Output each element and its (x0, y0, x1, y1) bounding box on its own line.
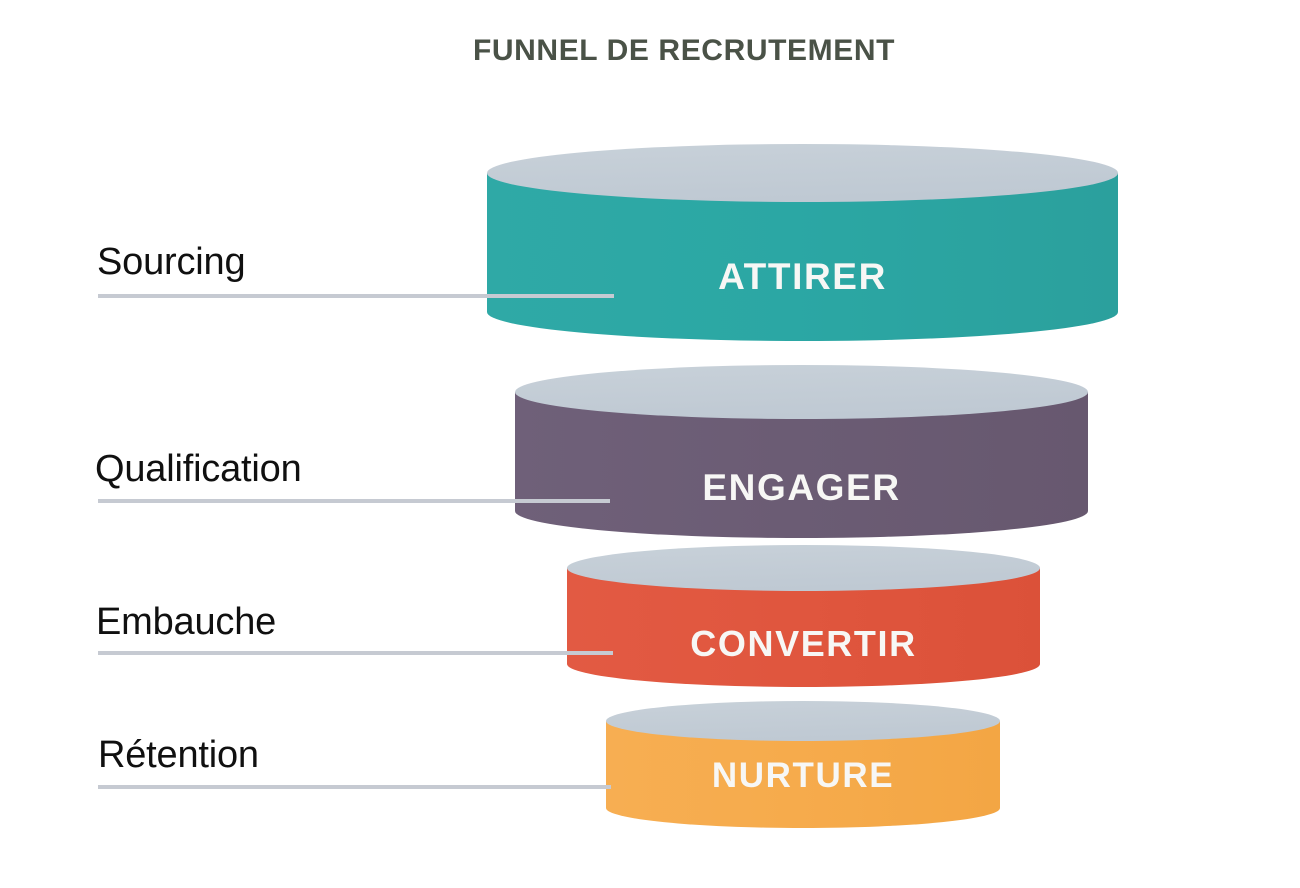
page-title: FUNNEL DE RECRUTEMENT (472, 34, 896, 67)
funnel-stage-3[interactable]: CONVERTIR (567, 545, 1040, 687)
connector-lines (98, 294, 614, 789)
funnel-stage-2[interactable]: ENGAGER (515, 365, 1088, 538)
funnel-stage-4-caption: NURTURE (712, 756, 894, 795)
funnel-stage-1-top-face (487, 144, 1118, 202)
stage-label-qualification[interactable]: Qualification (95, 448, 302, 490)
funnel-stage-3-top-face (567, 545, 1040, 591)
funnel-stage-2-top-face (515, 365, 1088, 419)
funnel-stage-1-caption: ATTIRER (718, 256, 887, 297)
funnel-stage-2-body (515, 392, 1088, 538)
connector-line-1 (98, 294, 614, 298)
funnel-stage-3-caption: CONVERTIR (690, 623, 916, 664)
funnel-stage-1-body (487, 173, 1118, 341)
connector-line-4 (98, 785, 611, 789)
funnel-stage-1[interactable]: ATTIRER (487, 144, 1118, 341)
funnel-stage-4[interactable]: NURTURE (606, 701, 1000, 828)
stage-label-retention[interactable]: Rétention (98, 734, 259, 776)
connector-line-2 (98, 499, 610, 503)
connector-line-3 (98, 651, 613, 655)
stage-label-sourcing[interactable]: Sourcing (97, 241, 246, 283)
funnel-stage-4-top-face (606, 701, 1000, 741)
funnel-stage-3-body (567, 568, 1040, 687)
stage-label-embauche[interactable]: Embauche (96, 601, 277, 643)
funnel-stage-4-body (606, 721, 1000, 828)
funnel-stage-2-caption: ENGAGER (702, 467, 900, 508)
